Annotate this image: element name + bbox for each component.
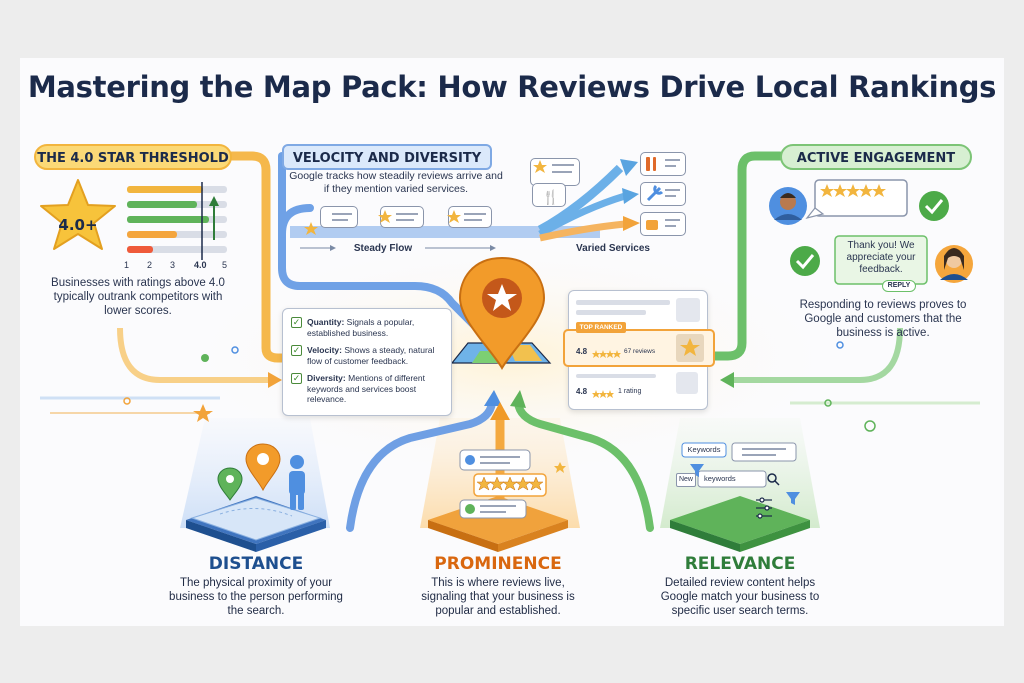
signal-text: Mentions of different keywords and servi…	[307, 373, 425, 404]
check-circle-icon	[790, 246, 820, 276]
service-icons	[646, 157, 680, 230]
check-circle-icon	[919, 191, 949, 221]
threshold-pill: THE 4.0 STAR THRESHOLD	[34, 144, 232, 170]
wrench-icon	[646, 184, 664, 202]
sliders-icon	[756, 497, 772, 519]
rating-stars	[820, 184, 886, 197]
top-ranked-badge: TOP RANKED	[576, 322, 626, 333]
gold-star-icon	[40, 179, 116, 250]
axis-tick-label: 1	[124, 260, 130, 270]
person-icon	[289, 455, 305, 510]
axis-tick-label: 5	[222, 260, 228, 270]
top-rating-score: 4.8	[576, 347, 588, 356]
signal-item: ✓ Diversity: Mentions of different keywor…	[291, 373, 443, 405]
axis-tick-label: 3	[170, 260, 176, 270]
prominence-stars	[476, 476, 544, 491]
low-review-count: 1 rating	[618, 388, 642, 395]
pillar-title-distance: DISTANCE	[208, 554, 304, 574]
engagement-caption: Responding to reviews proves to Google a…	[799, 299, 967, 339]
top-rating-stars	[592, 350, 621, 358]
star-icon	[533, 160, 547, 173]
ranking-graphic	[563, 298, 715, 398]
service-card-repair	[640, 182, 686, 206]
checkbox-icon: ✓	[291, 345, 302, 356]
star-icon	[304, 222, 318, 235]
pillar-description: This is where reviews live, signaling th…	[421, 577, 575, 617]
engagement-pill: ACTIVE ENGAGEMENT	[780, 144, 972, 170]
search-prefix: New	[676, 473, 696, 487]
velocity-pill: VELOCITY AND DIVERSITY	[282, 144, 492, 170]
reply-tag: REPLY	[882, 280, 916, 292]
coffee-icon	[646, 220, 658, 230]
axis-tick-label: 2	[147, 260, 153, 270]
steady-flow-label: Steady Flow	[353, 243, 413, 254]
engagement-graphic	[769, 179, 973, 285]
star-icon	[680, 338, 700, 356]
checkbox-icon: ✓	[291, 373, 302, 384]
pillar-title-relevance: RELEVANCE	[684, 554, 796, 574]
keywords-tag: Keywords	[687, 445, 721, 454]
review-bubble	[380, 206, 424, 228]
infographic: Mastering the Map Pack: How Reviews Driv…	[20, 58, 1004, 626]
map-pin-graphic	[450, 256, 552, 370]
threshold-star-label: 4.0+	[58, 216, 98, 234]
pillar-title-prominence: PROMINENCE	[434, 554, 562, 574]
svg-text:🍴: 🍴	[542, 189, 559, 206]
signals-card: ✓ Quantity: Signals a popular, establishe…	[282, 308, 452, 416]
signal-item: ✓ Quantity: Signals a popular, establishe…	[291, 317, 443, 338]
review-bubble	[532, 183, 566, 207]
axis-tick-label: 4.0	[194, 260, 207, 270]
utensils-icon	[646, 157, 650, 171]
threshold-axis: 1 2 3 4.0 5	[124, 260, 236, 274]
keyword-search-value: keywords	[704, 474, 736, 483]
star-icon	[378, 210, 392, 223]
funnel-icon	[690, 464, 704, 477]
green-pin-icon	[217, 467, 243, 501]
pillar-graphics	[186, 442, 810, 552]
signal-label: Diversity:	[307, 373, 346, 383]
low-rating-stars	[592, 390, 614, 398]
threshold-caption: Businesses with ratings above 4.0 typica…	[51, 277, 225, 317]
velocity-caption: Google tracks how steadily reviews arriv…	[289, 170, 503, 195]
funnel-icon	[786, 492, 800, 505]
velocity-stars: 🍴	[304, 160, 574, 235]
signal-item: ✓ Velocity: Shows a steady, natural flow …	[291, 345, 443, 366]
threshold-graphic	[40, 179, 227, 260]
varied-services-label: Varied Services	[576, 243, 650, 254]
checkbox-icon: ✓	[291, 317, 302, 328]
review-bubble	[448, 206, 492, 228]
low-rating-score: 4.8	[576, 387, 588, 396]
page-title: Mastering the Map Pack: How Reviews Driv…	[27, 70, 997, 104]
signal-label: Quantity:	[307, 317, 345, 327]
pillar-description: Detailed review content helps Google mat…	[660, 577, 820, 617]
signal-text: Signals a popular, established business.	[307, 317, 415, 338]
reply-message: Thank you! We appreciate your feedback.	[846, 240, 916, 275]
star-icon	[447, 210, 461, 223]
review-bubble	[320, 206, 358, 228]
orange-pin-icon	[245, 443, 281, 492]
top-review-count: 67 reviews	[624, 348, 656, 355]
signal-text: Shows a steady, natural flow of customer…	[307, 345, 435, 366]
signal-label: Velocity:	[307, 345, 342, 355]
pillar-description: The physical proximity of your business …	[169, 577, 343, 617]
search-icon	[767, 473, 777, 483]
